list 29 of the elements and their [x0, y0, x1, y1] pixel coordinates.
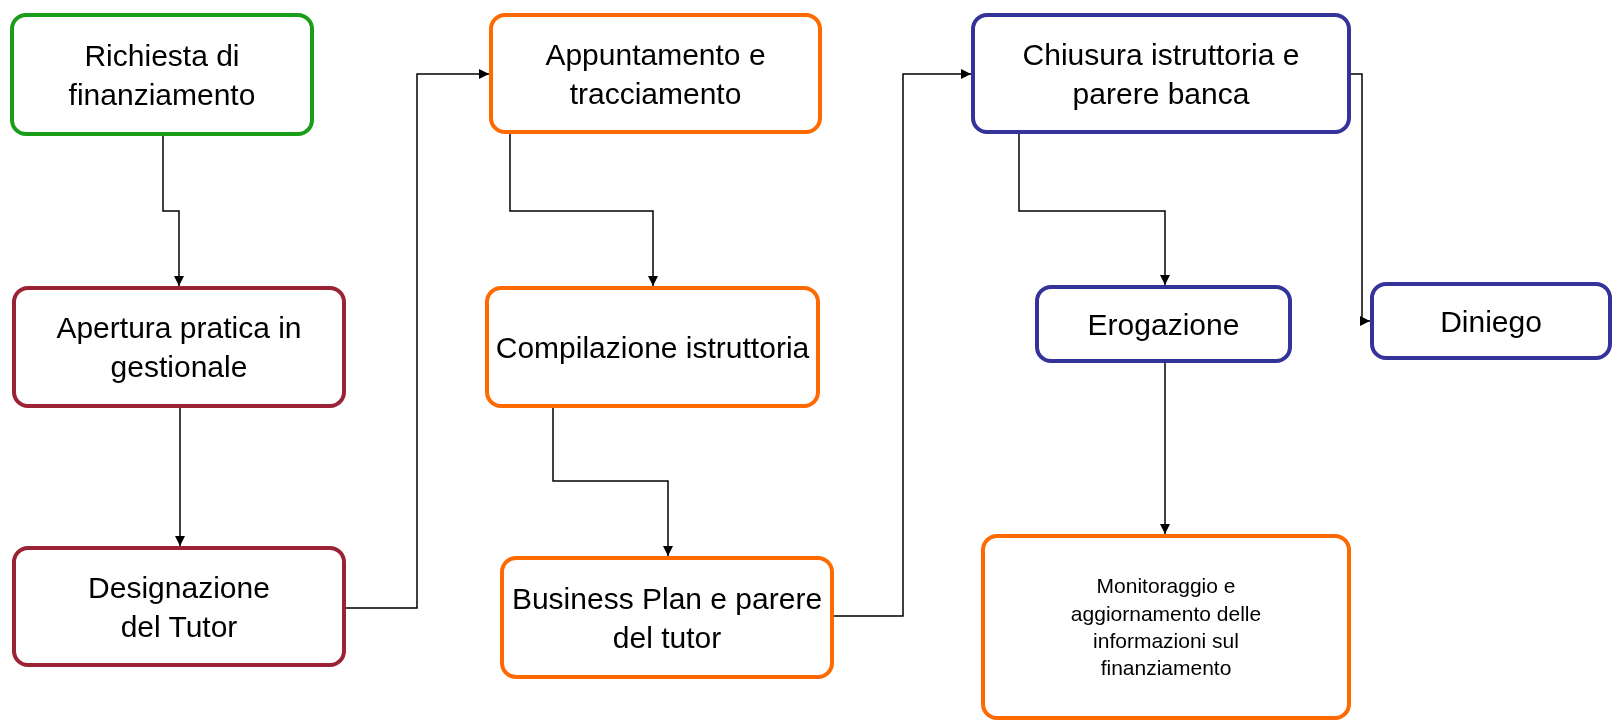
process-box — [1035, 285, 1292, 363]
step-label: Appuntamento e tracciamento — [544, 36, 767, 112]
connector-arrow — [345, 69, 490, 609]
step-label: Chiusura istruttoria e parere banca — [1021, 36, 1301, 112]
connector-arrow — [509, 133, 658, 287]
step-label: Monitoraggio e aggiornamento delle informazioni sul finanziamento — [1069, 573, 1263, 682]
process-box — [1370, 282, 1612, 360]
step-label: Apertura pratica in gestionale — [55, 310, 303, 385]
step-label: Richiesta di finanziamento — [67, 37, 257, 113]
process-box — [12, 286, 346, 408]
connector-arrow — [162, 135, 184, 287]
process-box — [981, 534, 1351, 720]
process-box — [971, 13, 1351, 134]
process-box — [500, 556, 834, 679]
process-box — [489, 13, 822, 134]
connector-arrow — [1350, 73, 1371, 326]
connector-arrow — [833, 69, 972, 617]
step-label: Erogazione — [1087, 306, 1240, 343]
process-box — [485, 286, 820, 408]
connector-arrow — [1018, 133, 1170, 286]
step-label: Designazione del Tutor — [87, 569, 271, 645]
connector-arrow — [1160, 362, 1170, 535]
step-label: Compilazione istruttoria — [495, 329, 810, 366]
connector-arrow — [552, 407, 673, 557]
connector-arrow — [175, 407, 185, 547]
step-label: Business Plan e parere del tutor — [510, 580, 824, 656]
process-box — [12, 546, 346, 667]
step-label: Diniego — [1440, 303, 1542, 340]
process-box — [10, 13, 314, 136]
